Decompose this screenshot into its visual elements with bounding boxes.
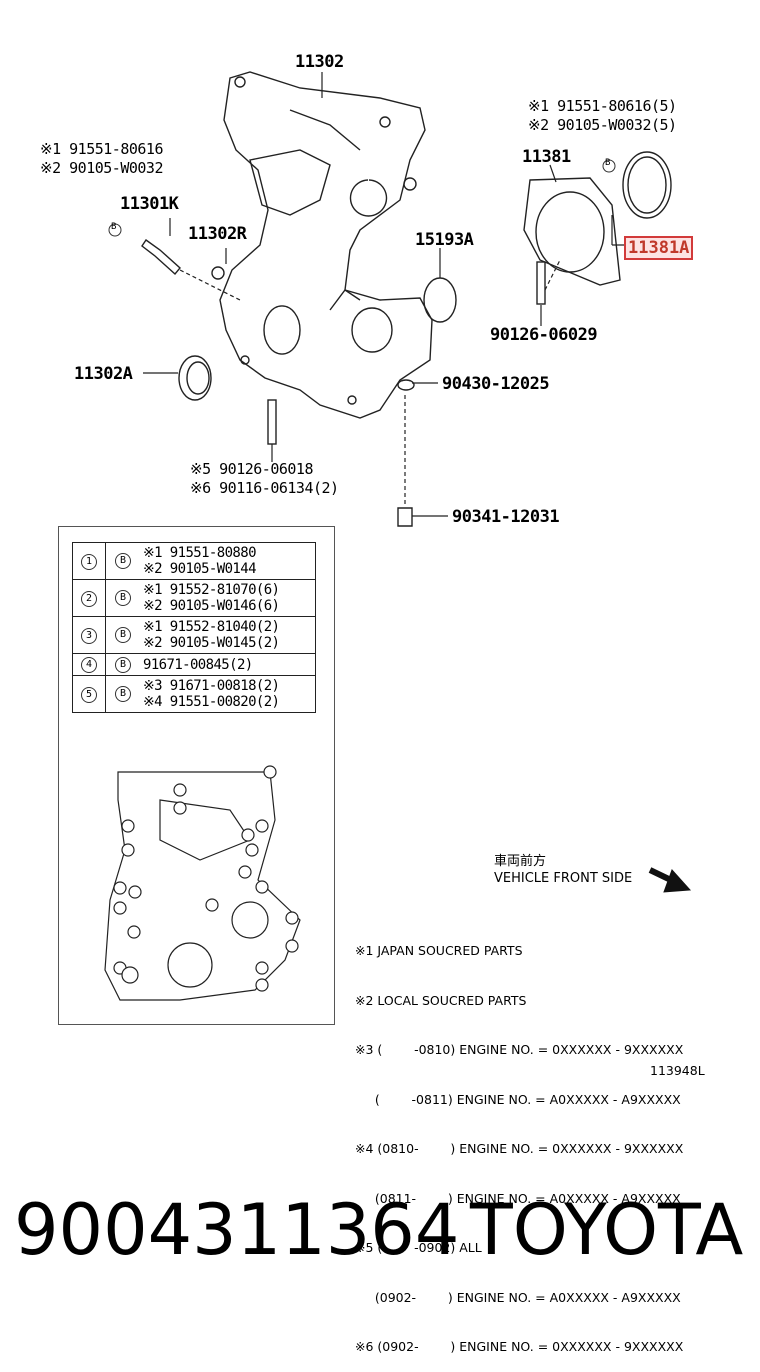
- legend-bolt-marker: B: [115, 553, 131, 569]
- right-ref-1: ※1 91551-80616(5): [528, 97, 677, 115]
- front-side-jp: 車両前方: [494, 854, 547, 869]
- oil-seal-11381A: [622, 151, 672, 219]
- legend-part: ※2 90105-W0144: [143, 561, 257, 577]
- label-15193A: 15193A: [415, 230, 474, 250]
- legend-num: 5: [81, 686, 97, 703]
- left-ref-2: ※2 90105-W0032: [40, 159, 163, 177]
- legend-part: 91671-00845(2): [143, 656, 253, 673]
- legend-part: ※2 90105-W0146(6): [143, 598, 280, 614]
- label-90341-12031: 90341-12031: [452, 507, 560, 527]
- bottom-ref-6: ※6 90116-06134(2): [190, 479, 339, 497]
- note-line: (0811- ) ENGINE NO. = A0XXXXX - A9XXXXX: [355, 1190, 681, 1206]
- legend-part: ※2 90105-W0145(2): [143, 635, 280, 651]
- part-number: 9004311364: [14, 1189, 460, 1271]
- retainer-11381: [523, 177, 621, 286]
- timing-cover-outline: [219, 71, 433, 419]
- brand-name: TOYOTA: [470, 1189, 744, 1271]
- label-11302: 11302: [295, 52, 344, 72]
- legend-num: 1: [81, 553, 97, 570]
- exploded-parts-drawing: [104, 71, 692, 1001]
- note-line: (0902- ) ENGINE NO. = A0XXXXX - A9XXXXX: [355, 1289, 681, 1305]
- diagram-code: 113948L: [650, 1063, 705, 1078]
- legend-row: 2 B ※1 91552-81070(6)※2 90105-W0146(6): [72, 579, 316, 617]
- note-line: ※1 JAPAN SOUCRED PARTS: [355, 943, 523, 958]
- label-90430-12025: 90430-12025: [442, 374, 550, 394]
- label-11302R: 11302R: [188, 224, 247, 244]
- label-11302A: 11302A: [74, 364, 133, 384]
- legend-bolt-marker: B: [115, 627, 131, 643]
- label-90126-06029: 90126-06029: [490, 325, 598, 345]
- legend-part: ※1 91551-80880: [143, 545, 257, 561]
- right-ref-2: ※2 90105-W0032(5): [528, 116, 677, 134]
- note-line: ※4 (0810- ) ENGINE NO. = 0XXXXXX - 9XXXX…: [355, 1141, 684, 1156]
- legend-frame: [58, 526, 335, 1025]
- label-11381A[interactable]: 11381A: [624, 236, 694, 260]
- note-line: ※2 LOCAL SOUCRED PARTS: [355, 992, 527, 1008]
- front-side-en: VEHICLE FRONT SIDE: [494, 871, 633, 886]
- label-11381: 11381: [522, 147, 571, 167]
- left-ref-1: ※1 91551-80616: [40, 140, 163, 158]
- legend-row: 1 B ※1 91551-80880※2 90105-W0144: [72, 542, 316, 580]
- seal-11302A: [178, 355, 212, 401]
- legend-thumbnail: [104, 765, 301, 1001]
- gasket-15193A: [423, 277, 457, 323]
- legend-bolt-marker: B: [115, 686, 131, 702]
- note-line: ( -0811) ENGINE NO. = A0XXXXX - A9XXXXX: [355, 1091, 681, 1107]
- legend-num: 2: [81, 590, 97, 607]
- legend-part: ※4 91551-00820(2): [143, 694, 280, 710]
- label-11301K: 11301K: [120, 194, 179, 214]
- note-line: ※3 ( -0810) ENGINE NO. = 0XXXXXX - 9XXXX…: [355, 1042, 684, 1057]
- bolt-legend-table: 1 B ※1 91551-80880※2 90105-W0144 2 B ※1 …: [72, 542, 316, 713]
- note-line: ※5 ( -0902) ALL: [355, 1240, 482, 1255]
- legend-row: 5 B ※3 91671-00818(2)※4 91551-00820(2): [72, 675, 316, 713]
- bottom-ref-5: ※5 90126-06018: [190, 460, 313, 478]
- notes-block: ※1 JAPAN SOUCRED PARTS ※2 LOCAL SOUCRED …: [355, 910, 683, 1372]
- legend-part: ※1 91552-81040(2): [143, 619, 280, 635]
- bolt-marker-right: B: [605, 158, 610, 168]
- vehicle-front-side: 車両前方 VEHICLE FRONT SIDE: [494, 853, 632, 887]
- legend-bolt-marker: B: [115, 656, 131, 673]
- bolt-marker-left: B: [111, 222, 116, 232]
- legend-part: ※1 91552-81070(6): [143, 582, 280, 598]
- note-line: ※6 (0902- ) ENGINE NO. = 0XXXXXX - 9XXXX…: [355, 1339, 684, 1354]
- front-arrow: [648, 867, 692, 893]
- legend-num: 3: [81, 627, 97, 644]
- legend-row: 4 B 91671-00845(2): [72, 653, 316, 676]
- legend-part: ※3 91671-00818(2): [143, 678, 280, 694]
- legend-bolt-marker: B: [115, 590, 131, 606]
- legend-row: 3 B ※1 91552-81040(2)※2 90105-W0145(2): [72, 616, 316, 654]
- legend-num: 4: [81, 657, 97, 673]
